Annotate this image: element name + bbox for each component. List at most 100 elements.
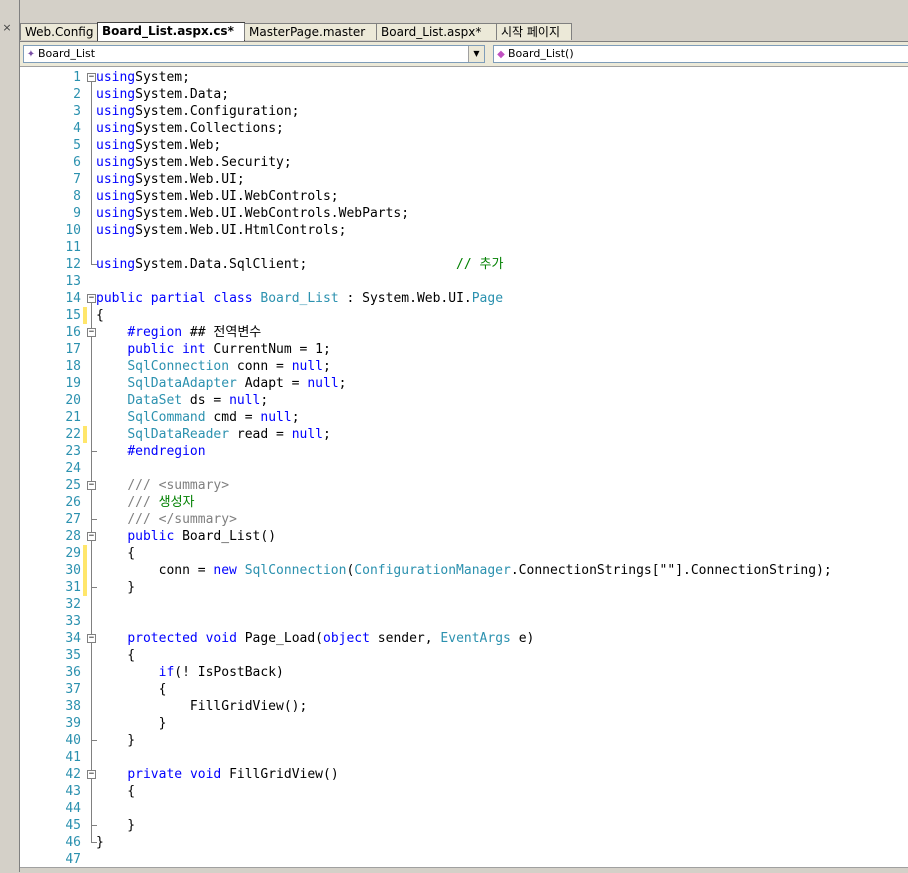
code-line: 1−usingSystem; (20, 69, 908, 86)
code-token: class (213, 291, 253, 306)
code-token: System.Web.Security; (135, 155, 292, 170)
code-text: usingSystem.Configuration; (96, 103, 300, 120)
code-token: int (182, 342, 206, 357)
code-line: 27 /// </summary> (20, 511, 908, 528)
code-token: null (260, 410, 292, 425)
tab-5[interactable]: 시작 페이지 (496, 23, 572, 40)
line-number: 15 (65, 308, 81, 323)
line-number: 31 (65, 580, 81, 595)
tab-1[interactable]: Web.Config (20, 23, 98, 40)
code-token: /// (127, 478, 151, 493)
code-text: usingSystem.Data; (96, 86, 229, 103)
code-token: SqlCommand (127, 410, 206, 425)
line-number: 9 (73, 206, 81, 221)
code-text: /// </summary> (96, 511, 237, 528)
code-line: 38 FillGridView(); (20, 698, 908, 715)
line-number: 2 (73, 87, 81, 102)
code-token: null (291, 427, 323, 442)
outline-end-mark (91, 825, 97, 826)
line-number: 41 (65, 750, 81, 765)
code-token: using (96, 155, 136, 170)
code-token: System.Collections; (135, 121, 284, 136)
close-icon[interactable]: × (2, 21, 12, 34)
code-token: ; (338, 376, 347, 391)
line-number: 12 (65, 257, 81, 272)
code-text: } (96, 732, 135, 749)
code-token: partial (150, 291, 206, 306)
code-token (96, 512, 127, 527)
code-token: ; (323, 359, 331, 374)
code-token: : System.Web.UI. (338, 291, 472, 306)
code-text: } (96, 834, 104, 851)
code-token: System.Web.UI.WebControls.WebParts; (135, 206, 410, 221)
code-token: read = (229, 427, 292, 442)
collapse-icon[interactable]: − (87, 480, 96, 490)
code-token: SqlConnection (127, 359, 230, 374)
class-combo-value: Board_List (38, 47, 96, 60)
outline-guide (91, 82, 92, 264)
code-token: System; (135, 70, 190, 85)
code-text: protected void Page_Load(object sender, … (96, 630, 534, 647)
code-token (182, 767, 190, 782)
code-line: 30 conn = new SqlConnection(Configuratio… (20, 562, 908, 579)
code-token: System.Data; (135, 87, 230, 102)
line-number: 39 (65, 716, 81, 731)
code-line: 35 { (20, 647, 908, 664)
code-token: using (96, 257, 136, 272)
collapse-icon[interactable]: − (87, 327, 96, 337)
code-line: 17 public int CurrentNum = 1; (20, 341, 908, 358)
code-token: ## 전역변수 (182, 325, 262, 340)
tab-4[interactable]: Board_List.aspx* (376, 23, 498, 40)
code-token: /// (127, 512, 151, 527)
class-combo[interactable]: ✦Board_List ▼ (23, 45, 485, 63)
line-number: 22 (65, 427, 81, 442)
code-token (96, 767, 127, 782)
code-token: using (96, 87, 136, 102)
method-icon: ◆ (497, 49, 505, 60)
code-text: { (96, 681, 167, 698)
collapse-icon[interactable]: − (87, 72, 96, 82)
tab-2[interactable]: Board_List.aspx.cs* (97, 22, 245, 41)
collapse-icon[interactable]: − (87, 769, 96, 779)
code-token (151, 512, 159, 527)
code-token (237, 563, 245, 578)
code-text: /// <summary> (96, 477, 229, 494)
code-token: using (96, 223, 136, 238)
code-token: sender, (369, 631, 441, 646)
code-token: } (96, 733, 136, 748)
code-token: if (158, 665, 175, 680)
chevron-down-icon[interactable]: ▼ (468, 46, 484, 62)
line-number: 6 (73, 155, 81, 170)
collapse-icon[interactable]: − (87, 293, 96, 303)
line-number: 28 (65, 529, 81, 544)
line-number: 46 (65, 835, 81, 850)
code-token: CurrentNum = 1; (205, 342, 331, 357)
code-token: { (96, 682, 167, 697)
code-token: public (127, 342, 175, 357)
code-text: SqlConnection conn = null; (96, 358, 331, 375)
change-marker (83, 426, 87, 443)
code-line: 24 (20, 460, 908, 477)
code-token: } (96, 835, 104, 850)
code-line: 13 (20, 273, 908, 290)
line-number: 8 (73, 189, 81, 204)
member-combo[interactable]: ◆Board_List() (493, 45, 908, 63)
collapse-icon[interactable]: − (87, 633, 96, 643)
line-number: 29 (65, 546, 81, 561)
line-number: 43 (65, 784, 81, 799)
code-token: System.Data.SqlClient; (135, 257, 457, 272)
code-line: 46} (20, 834, 908, 851)
line-number: 24 (65, 461, 81, 476)
outline-guide (91, 490, 92, 519)
tab-3[interactable]: MasterPage.master (244, 23, 378, 40)
code-token: { (96, 648, 136, 663)
code-token: System.Web; (135, 138, 222, 153)
code-token: using (96, 189, 136, 204)
editor-bottom-border (20, 867, 908, 873)
code-token: using (96, 104, 136, 119)
collapse-icon[interactable]: − (87, 531, 96, 541)
